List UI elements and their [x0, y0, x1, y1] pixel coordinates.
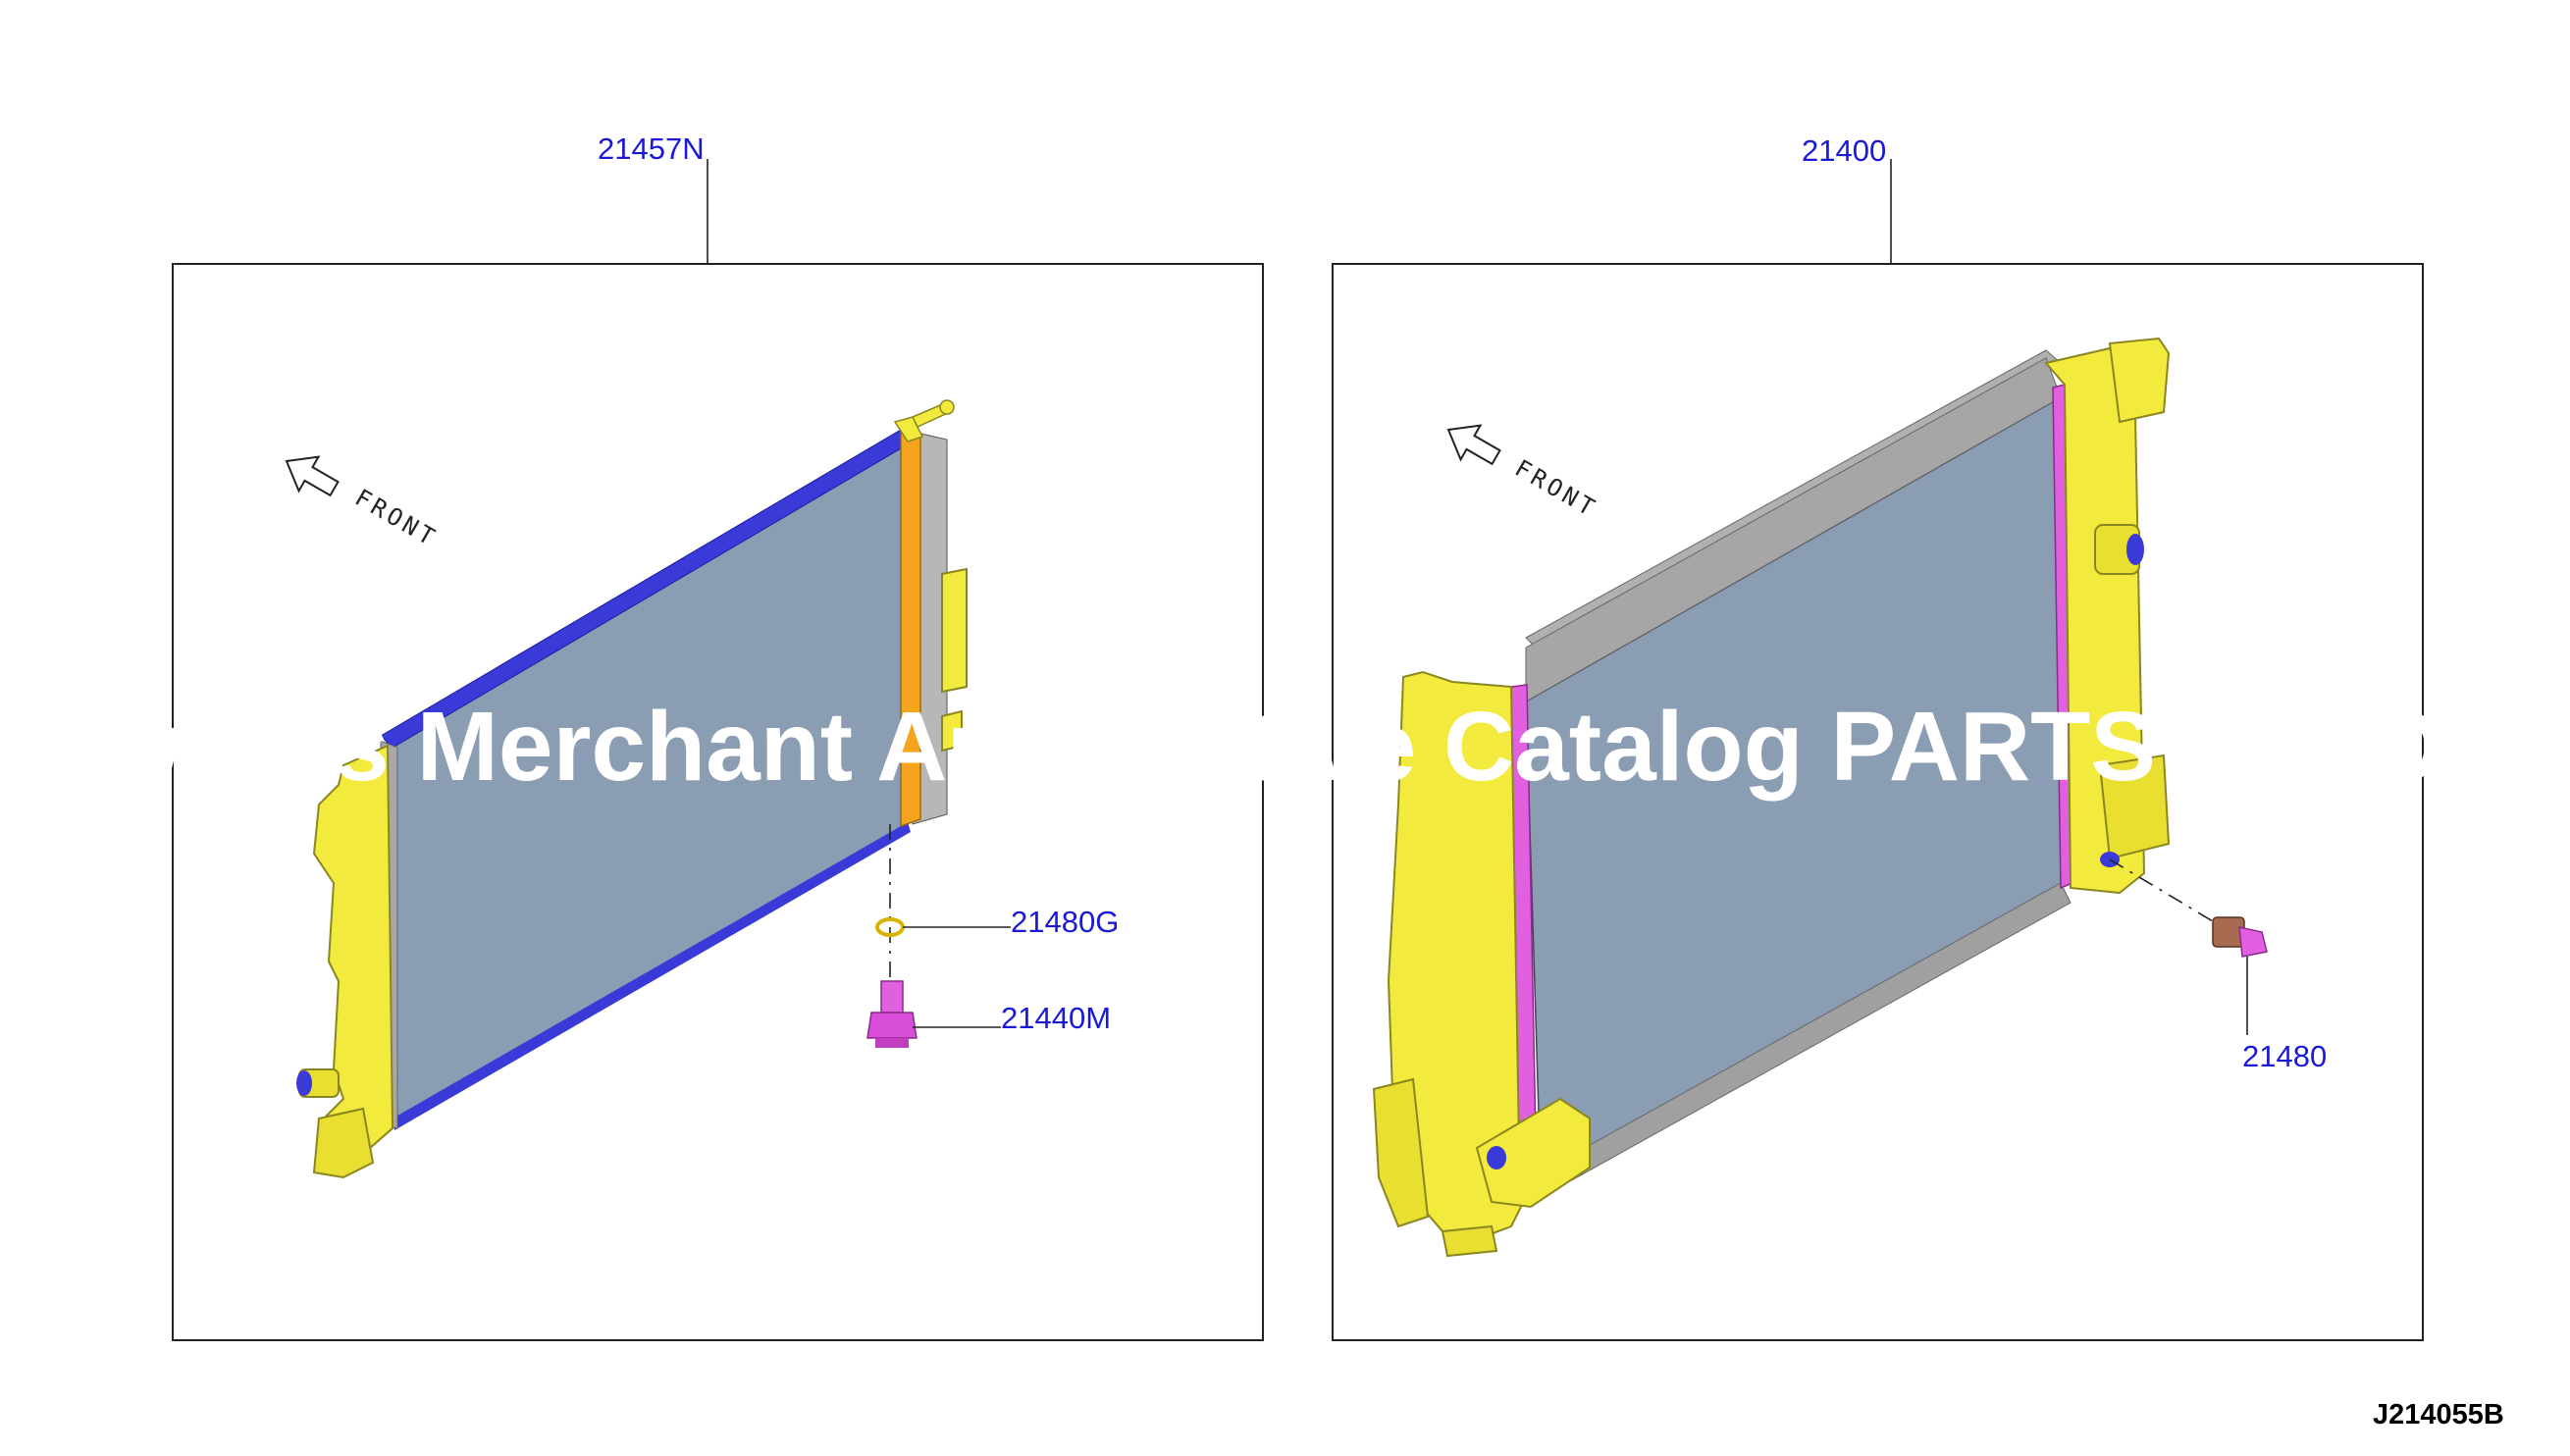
- left-panel: 21457N FRONT: [172, 131, 1264, 1341]
- right-sensor-dash-leader: [2109, 858, 2224, 928]
- right-assembly-label[interactable]: 21400: [1802, 133, 1886, 168]
- diagram-id: J214055B: [2373, 1399, 2504, 1430]
- right-front-label: FRONT: [1510, 454, 1602, 523]
- left-panel-frame: [172, 263, 1264, 1341]
- left-assembly-label[interactable]: 21457N: [598, 131, 705, 166]
- left-front-arrow-icon: [285, 455, 340, 497]
- left-front-label: FRONT: [350, 484, 443, 552]
- drain-plug-icon: [866, 980, 918, 1048]
- part-21480-label[interactable]: 21480: [2242, 1039, 2327, 1073]
- right-panel-frame: [1332, 263, 2424, 1341]
- right-radiator-drawing: [1372, 337, 2171, 1258]
- left-radiator-drawing: [296, 399, 968, 1179]
- watermark-text: Owners Merchant Automotive Catalog PARTS…: [29, 692, 2570, 802]
- part-21440m-label[interactable]: 21440M: [1001, 1001, 1111, 1035]
- part-21480g-label[interactable]: 21480G: [1011, 905, 1119, 939]
- right-front-arrow-icon: [1446, 424, 1501, 466]
- temperature-sensor-icon: [2212, 916, 2268, 958]
- right-panel: 21400 FRONT: [1332, 133, 2424, 1341]
